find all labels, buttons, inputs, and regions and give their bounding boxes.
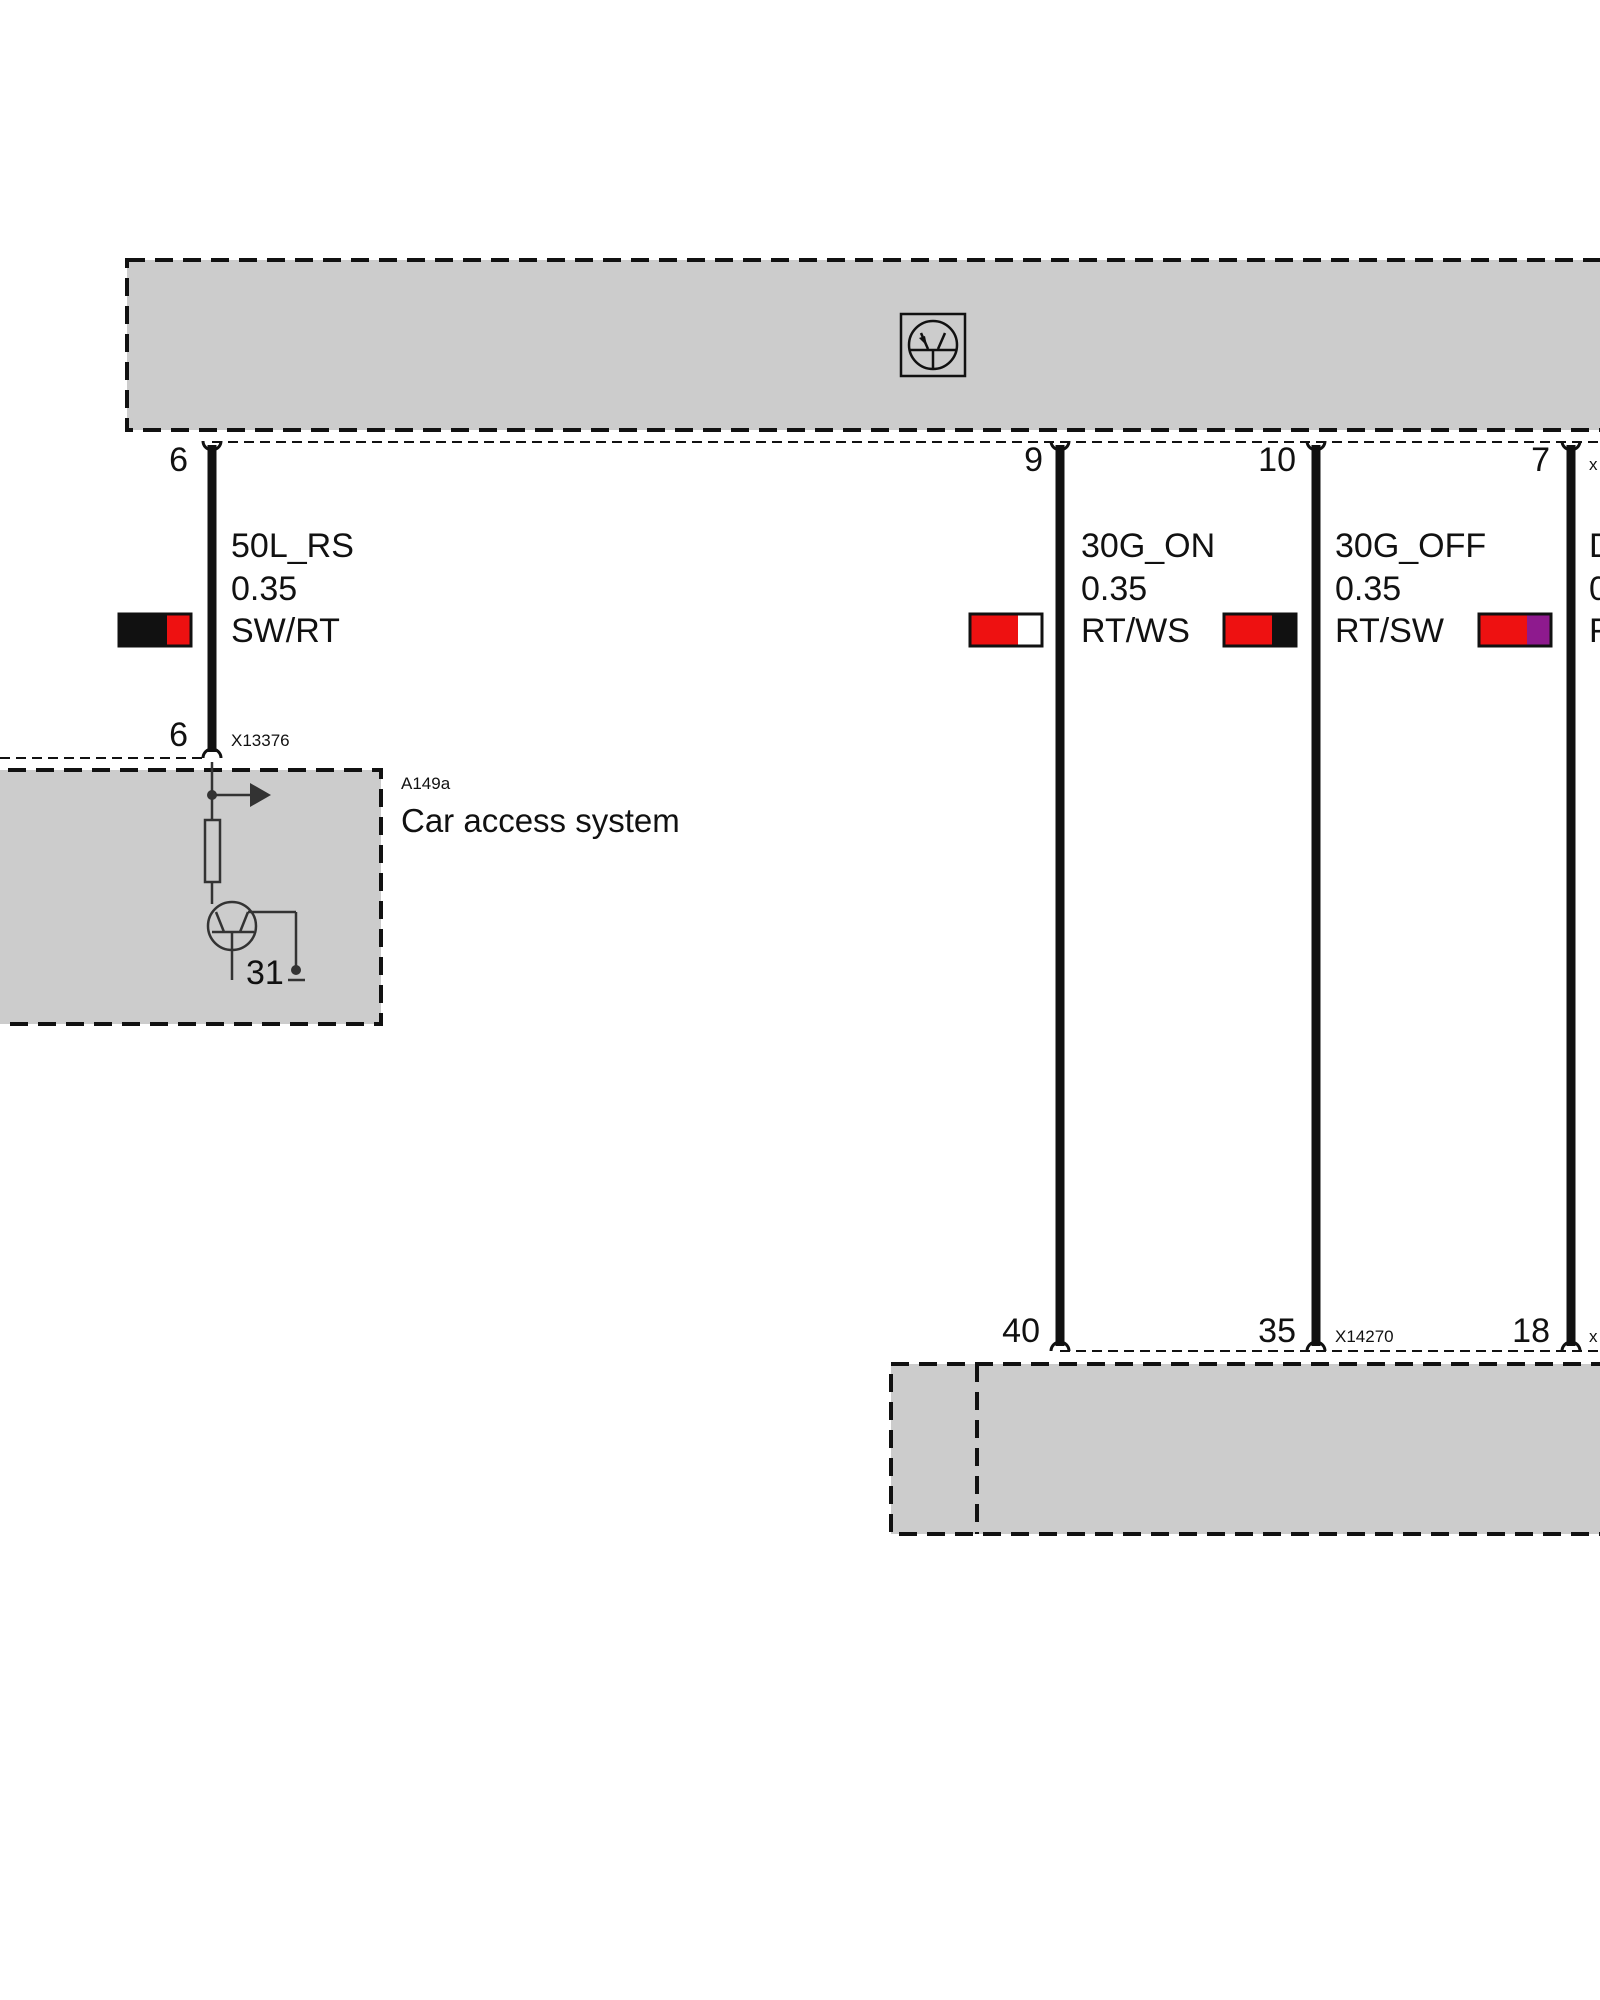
bottom-module-box bbox=[889, 1362, 1600, 1536]
car-access-module-id: A149a bbox=[401, 774, 451, 793]
wire-4-bottom-pin: 18 bbox=[1512, 1312, 1550, 1350]
wire-1-bottom-pin: 6 bbox=[169, 716, 188, 754]
wire-2-size: 0.35 bbox=[1081, 570, 1147, 608]
wire-3-color-code: RT/SW bbox=[1335, 612, 1444, 650]
connector-x14270: X14270 bbox=[1335, 1327, 1394, 1346]
wire-1-top-pin: 6 bbox=[169, 441, 188, 479]
wire-2-color-code: RT/WS bbox=[1081, 612, 1190, 650]
ground-label-31: 31 bbox=[246, 954, 284, 992]
transistor-symbol-icon bbox=[899, 312, 967, 378]
wire-3-size: 0.35 bbox=[1335, 570, 1401, 608]
wire-2-name: 30G_ON bbox=[1081, 527, 1215, 565]
wire-3-top-pin: 10 bbox=[1258, 441, 1296, 479]
wire-2-top-pin: 9 bbox=[1024, 441, 1043, 479]
wire-3-color-swatch bbox=[1222, 612, 1298, 648]
car-access-internal-circuit-icon bbox=[203, 762, 305, 982]
wire-1-name: 50L_RS bbox=[231, 527, 354, 565]
wire-1-color-code: SW/RT bbox=[231, 612, 340, 650]
wire-1-color-swatch bbox=[117, 612, 193, 648]
wire-3-bottom-pin: 35 bbox=[1258, 1312, 1296, 1350]
wire-4 bbox=[1560, 440, 1582, 1352]
wire-2-bottom-pin: 40 bbox=[1002, 1312, 1040, 1350]
top-right-connector-fragment: x bbox=[1589, 455, 1598, 474]
wire-3-name: 30G_OFF bbox=[1335, 527, 1486, 565]
top-module-box bbox=[125, 258, 1600, 432]
car-access-module-name: Car access system bbox=[401, 802, 680, 839]
wire-2-color-swatch bbox=[968, 612, 1044, 648]
wire-50l-rs bbox=[201, 440, 223, 759]
wire-30g-off bbox=[1305, 440, 1327, 1352]
wire-1-size: 0.35 bbox=[231, 570, 297, 608]
wire-4-size: 0 bbox=[1589, 570, 1600, 608]
wire-4-color-code: F bbox=[1589, 612, 1600, 650]
wire-4-color-swatch bbox=[1477, 612, 1553, 648]
wire-4-name: D bbox=[1589, 527, 1600, 565]
car-access-module-box bbox=[0, 768, 383, 1026]
wire-30g-on bbox=[1049, 440, 1071, 1352]
connector-x13376: X13376 bbox=[231, 731, 290, 750]
bottom-right-connector-fragment: x bbox=[1589, 1327, 1598, 1346]
wire-4-top-pin: 7 bbox=[1531, 441, 1550, 479]
